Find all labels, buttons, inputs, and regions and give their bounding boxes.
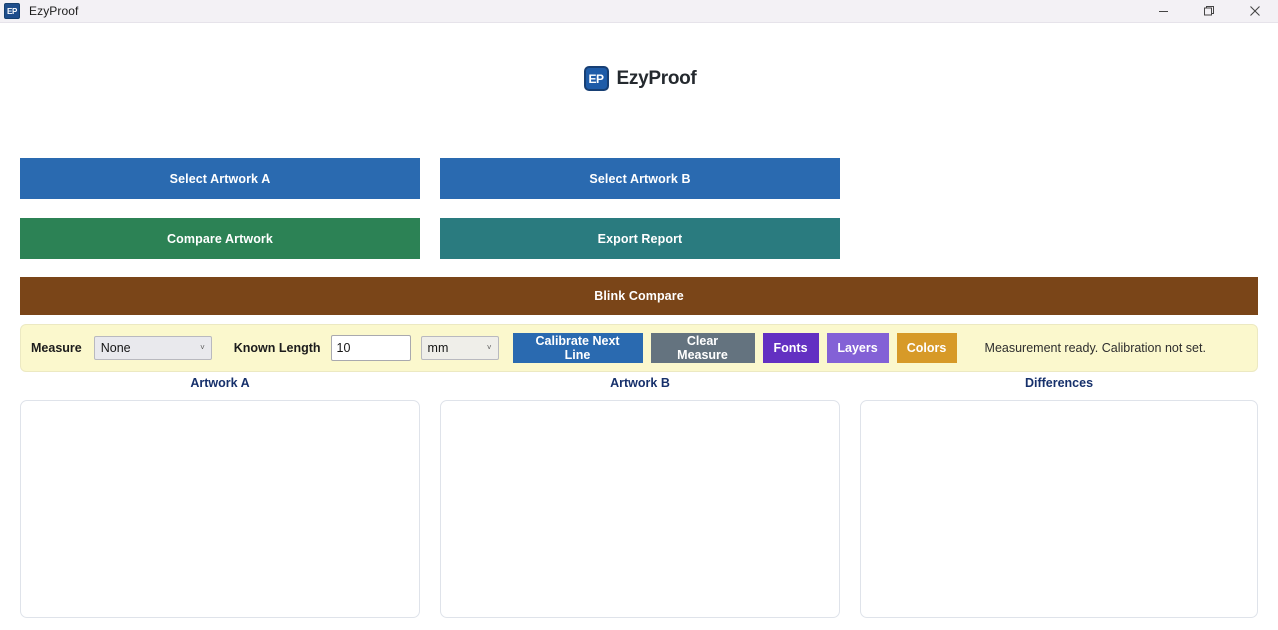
layers-button[interactable]: Layers bbox=[826, 333, 889, 363]
blink-compare-button[interactable]: Blink Compare bbox=[20, 277, 1258, 315]
artwork-b-viewport[interactable] bbox=[440, 400, 840, 618]
minimize-icon[interactable] bbox=[1140, 0, 1186, 23]
differences-viewport[interactable] bbox=[860, 400, 1258, 618]
differences-heading: Differences bbox=[1024, 376, 1094, 390]
measure-status-text: Measurement ready. Calibration not set. bbox=[984, 341, 1206, 355]
unit-value: mm bbox=[427, 341, 449, 355]
known-length-label: Known Length bbox=[233, 341, 321, 355]
artwork-b-heading: Artwork B bbox=[610, 376, 670, 390]
logo-wordmark: EzyProof bbox=[616, 67, 697, 89]
select-artwork-b-button[interactable]: Select Artwork B bbox=[440, 158, 840, 199]
compare-artwork-button[interactable]: Compare Artwork bbox=[20, 218, 420, 259]
unit-select[interactable]: mm ˅ bbox=[420, 336, 499, 360]
chevron-down-icon: ˅ bbox=[200, 343, 205, 352]
logo: EP EzyProof bbox=[583, 66, 697, 91]
close-icon[interactable] bbox=[1232, 0, 1278, 23]
artwork-a-viewport[interactable] bbox=[20, 400, 420, 618]
measure-mode-value: None bbox=[100, 341, 131, 355]
fonts-button[interactable]: Fonts bbox=[762, 333, 819, 363]
colors-button[interactable]: Colors bbox=[896, 333, 957, 363]
app-icon: EP bbox=[4, 3, 20, 19]
clear-measure-button[interactable]: Clear Measure bbox=[650, 333, 755, 363]
export-report-button[interactable]: Export Report bbox=[440, 218, 840, 259]
maximize-icon[interactable] bbox=[1186, 0, 1232, 23]
measure-label: Measure bbox=[31, 341, 82, 355]
ep-logo-icon: EP bbox=[583, 66, 609, 91]
window-title: EzyProof bbox=[29, 4, 79, 18]
measure-mode-select[interactable]: None ˅ bbox=[93, 336, 212, 360]
select-artwork-a-button[interactable]: Select Artwork A bbox=[20, 158, 420, 199]
window-controls bbox=[1140, 0, 1278, 23]
known-length-input[interactable] bbox=[330, 335, 411, 361]
app-logo-panel: EP EzyProof bbox=[568, 25, 712, 132]
measure-toolbar: Measure None ˅ Known Length mm ˅ Calibra… bbox=[20, 324, 1258, 372]
calibrate-next-line-button[interactable]: Calibrate Next Line bbox=[512, 333, 643, 363]
chevron-down-icon: ˅ bbox=[486, 343, 492, 352]
artwork-a-heading: Artwork A bbox=[190, 376, 250, 390]
window-titlebar: EP EzyProof bbox=[0, 0, 1278, 23]
